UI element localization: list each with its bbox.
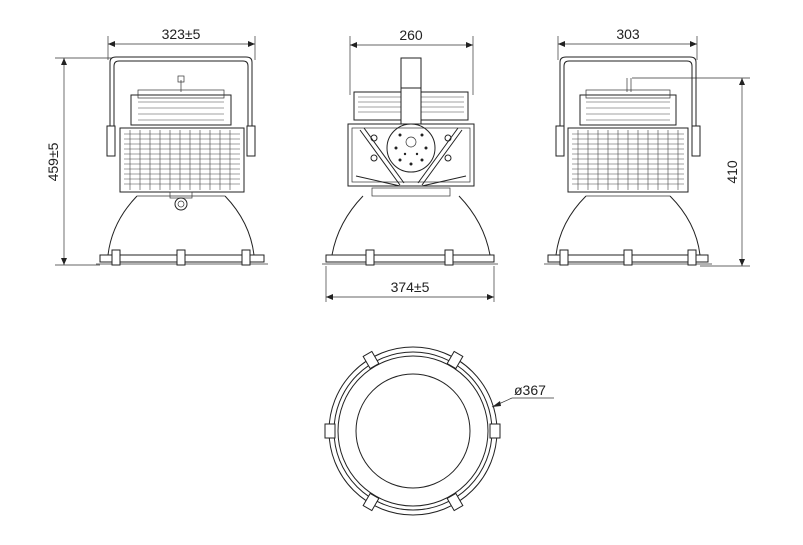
shade-width-dimension: 374±5	[391, 279, 430, 295]
front-view: 323±5 459±5	[45, 26, 268, 266]
diameter-dimension: ø367	[514, 382, 546, 398]
side-view: 260	[322, 27, 498, 302]
front-width-dimension: 323±5	[162, 26, 201, 42]
body-height-dimension: 410	[724, 160, 740, 184]
bottom-view: ø367	[324, 346, 554, 516]
side-width-dimension: 260	[399, 27, 423, 43]
rear-view: 303 410	[544, 26, 750, 267]
rear-width-dimension: 303	[616, 26, 640, 42]
overall-height-dimension: 459±5	[45, 142, 61, 181]
